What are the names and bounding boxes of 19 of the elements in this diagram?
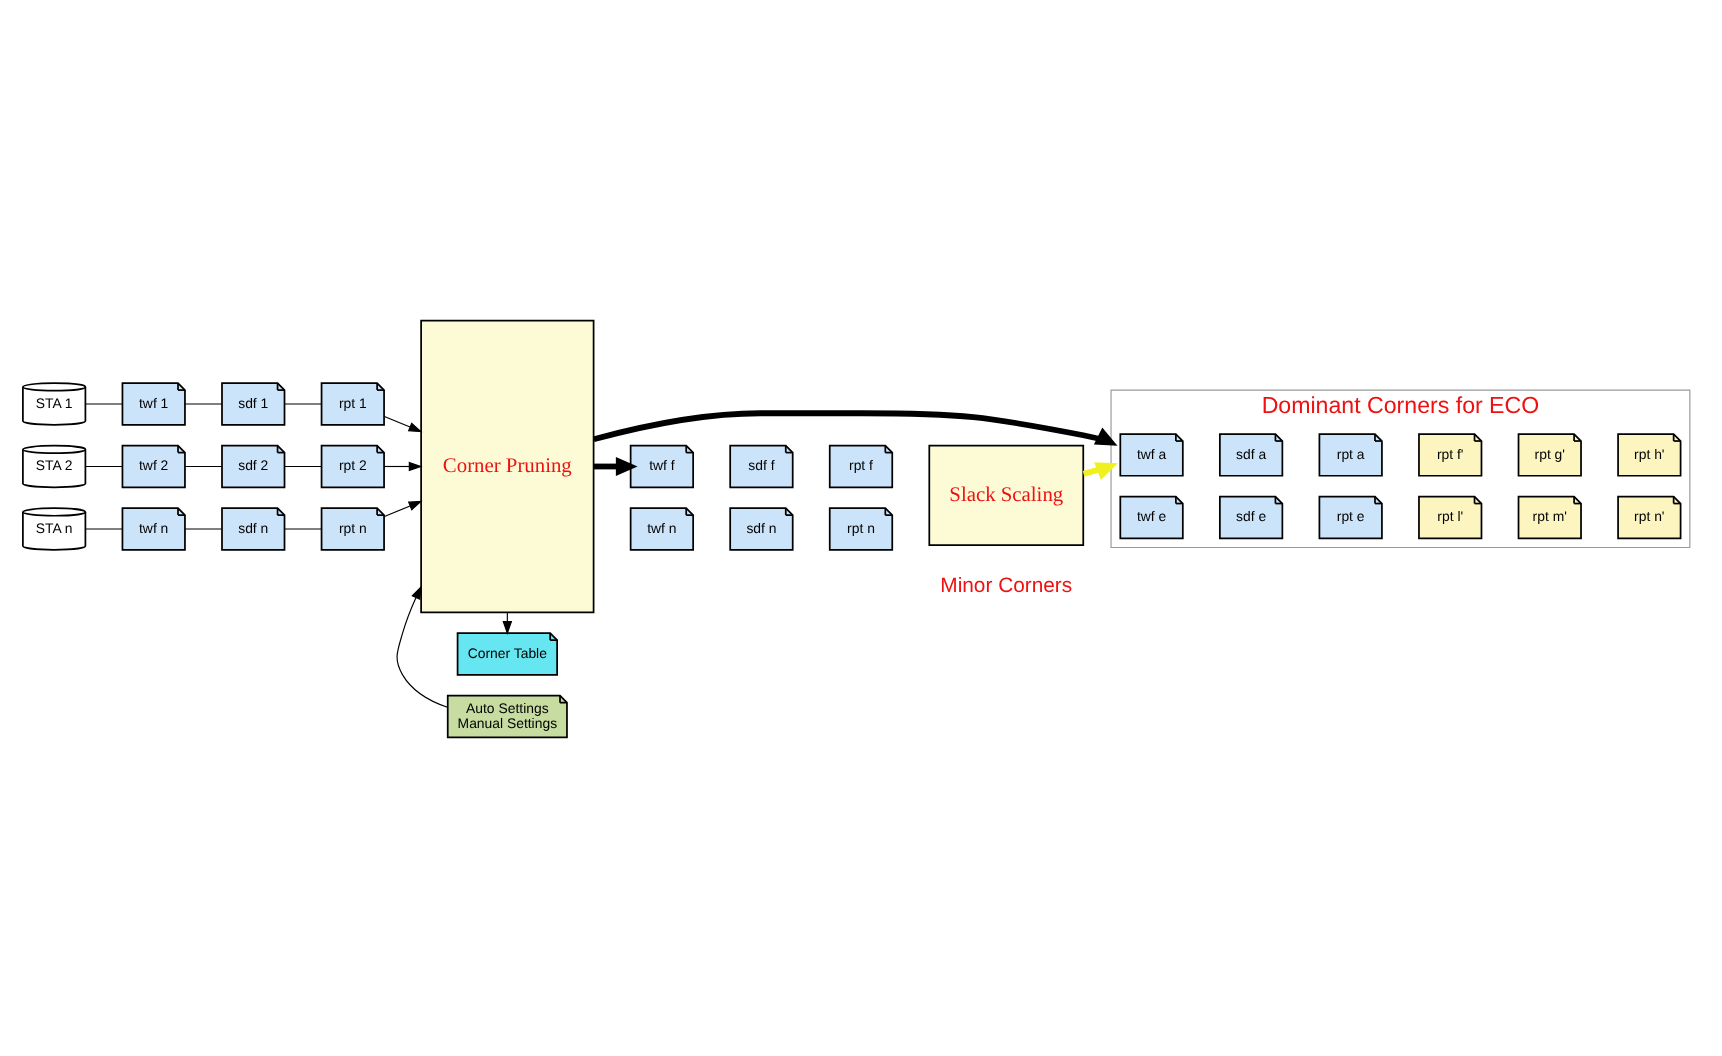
node-box: Slack Scaling [928, 443, 1085, 546]
arrow [396, 584, 448, 707]
connector [284, 527, 322, 529]
connector [84, 402, 123, 404]
connector [284, 464, 322, 467]
arrow [1082, 461, 1118, 479]
connector [184, 402, 223, 404]
arrow [383, 414, 423, 432]
connector [184, 527, 223, 529]
arrow [383, 460, 423, 471]
arrow [593, 456, 638, 475]
connector [84, 527, 123, 529]
arrow [593, 409, 1118, 445]
arrow [383, 499, 423, 517]
connector [184, 464, 223, 467]
connector [284, 402, 322, 404]
connector [84, 464, 123, 467]
node-box: Corner Pruning [420, 318, 595, 613]
label: Minor Corners [940, 574, 1073, 597]
